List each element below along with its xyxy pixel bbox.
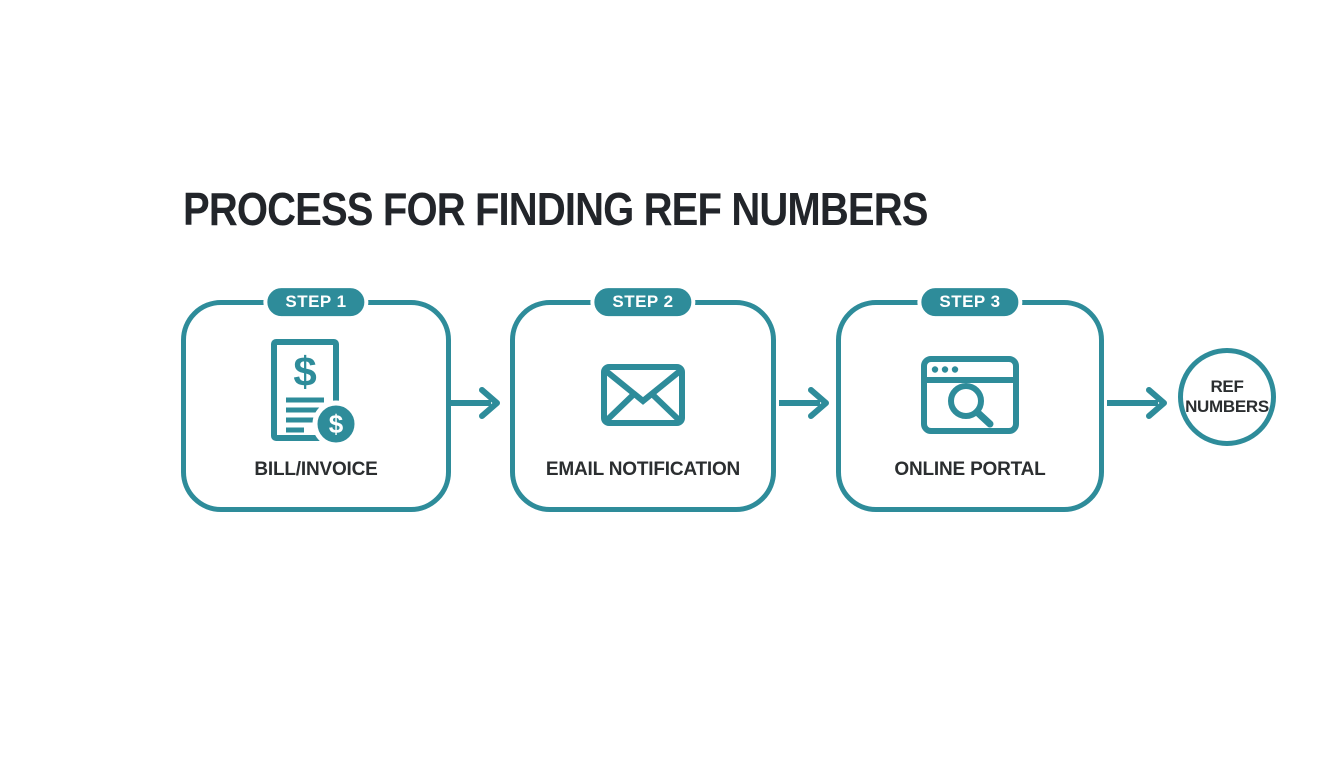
invoice-dollar-icon-svg: $ $ [271,338,360,447]
arrow-right-icon-1 [450,387,500,419]
step-2-label: EMAIL NOTIFICATION [545,459,741,480]
arrow-right-icon-3 [1107,387,1167,419]
step-box-3: STEP 3 ONLINE PORTAL [836,284,1104,512]
result-label-line1: REF [1210,377,1244,397]
result-label-line2: NUMBERS [1185,397,1269,416]
coin-dollar-glyph: $ [329,409,344,439]
step-box-1: STEP 1 $ $ BILL/INVOICE [181,284,451,512]
step-1-label: BILL/INVOICE [254,459,378,480]
step-3-label: ONLINE PORTAL [894,459,1046,480]
ref-numbers-circle: REF NUMBERS [1178,348,1276,446]
step-2-badge: STEP 2 [590,284,696,321]
invoice-dollar-icon: $ $ [186,319,446,471]
step-3-badge: STEP 3 [917,284,1023,321]
envelope-icon-svg [601,364,685,426]
browser-search-icon-svg [921,356,1019,434]
step-1-badge: STEP 1 [263,284,369,321]
arrow-right-icon-2 [779,387,829,419]
browser-search-icon [841,319,1099,471]
envelope-icon [515,319,771,471]
step-box-2: STEP 2 EMAIL NOTIFICATION [510,284,776,512]
invoice-dollar-glyph: $ [293,348,316,395]
page-title: PROCESS FOR FINDING REF NUMBERS [183,183,928,235]
